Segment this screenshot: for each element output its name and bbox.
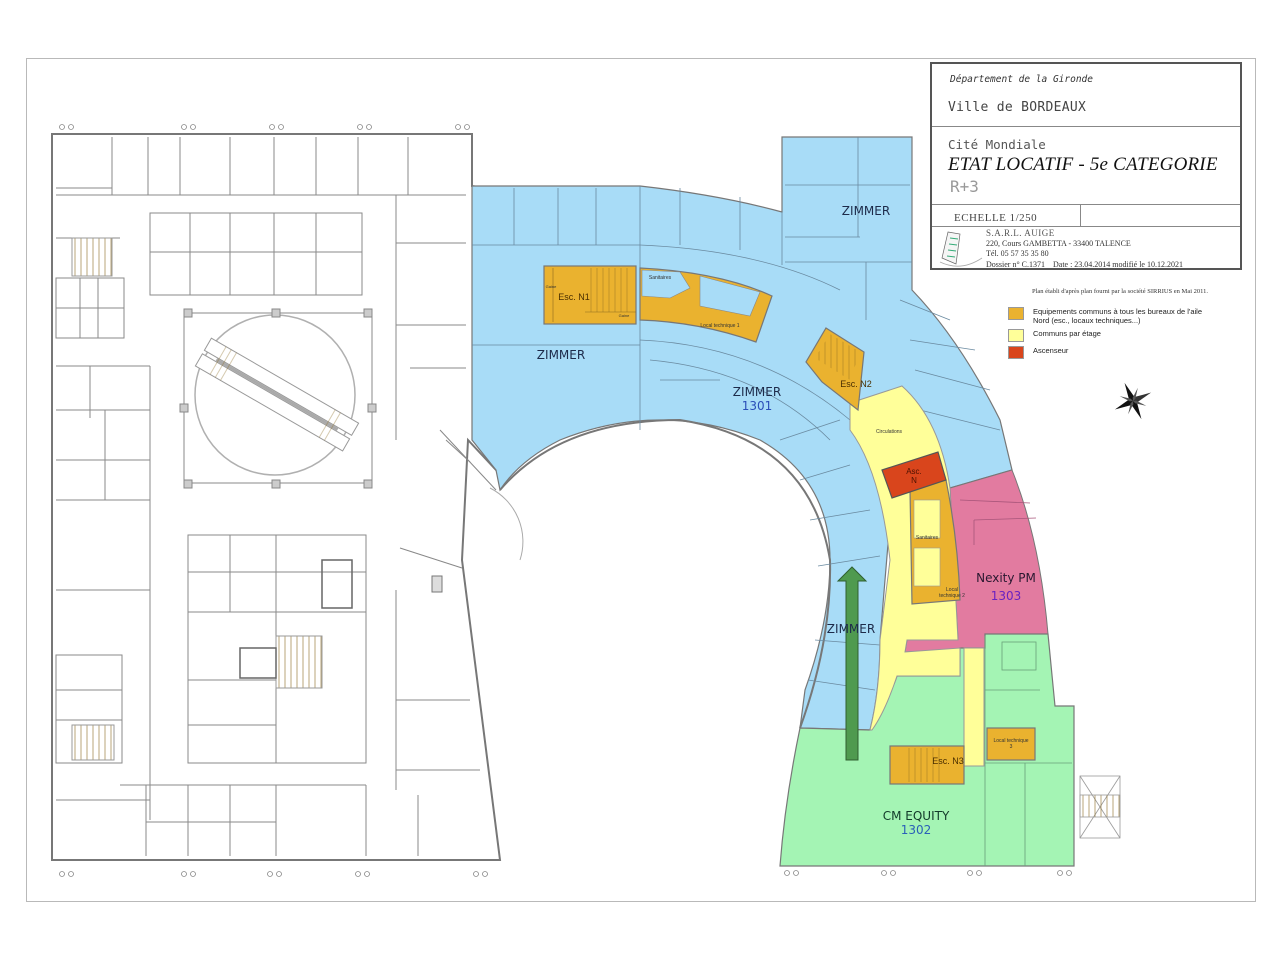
room-label-esc-n1: Esc. N1: [558, 292, 590, 302]
legend-label: Ascenseur: [1033, 346, 1069, 355]
room-label-gaine-2: Gaine: [618, 313, 630, 318]
dossier-number: Dossier n° C.1371: [986, 259, 1045, 269]
floor-level: R+3: [950, 177, 979, 196]
title-block-divider: [932, 126, 1240, 205]
legend: Plan établi d'après plan fourni par la s…: [1008, 288, 1238, 359]
tenant-name: ZIMMER: [536, 348, 586, 363]
company-phone: Tél. 05 57 35 35 80: [986, 249, 1049, 258]
tenant-label-zimmer-1301: ZIMMER 1301: [732, 385, 782, 414]
legend-label: Equipements communs à tous les bureaux d…: [1033, 307, 1203, 325]
room-label-local-technique-3: Local technique 3: [993, 738, 1029, 750]
unit-number: 1302: [900, 823, 932, 837]
zone-elevator: [881, 451, 947, 499]
company-address: 220, Cours GAMBETTA - 33400 TALENCE: [986, 238, 1131, 248]
room-label-esc-n2: Esc. N2: [840, 379, 872, 389]
room-label-local-technique-2: Local technique 2: [939, 587, 965, 599]
room-label-local-technique-1: Local technique 1: [700, 323, 740, 329]
city: Ville de BORDEAUX: [948, 100, 1087, 115]
legend-swatch: [1008, 329, 1024, 342]
room-label-sanitaires-2: Sanitaires: [915, 535, 939, 541]
company-info: S.A.R.L. AUIGE 220, Cours GAMBETTA - 334…: [986, 228, 1183, 270]
tenant-name: Nexity PM: [976, 571, 1036, 586]
tenant-name: CM EQUITY: [882, 809, 950, 824]
tenant-name: ZIMMER: [826, 622, 876, 637]
legend-swatch: [1008, 346, 1024, 359]
tenant-label-nexity-pm: Nexity PM 1303: [976, 571, 1036, 604]
tenant-name: ZIMMER: [841, 204, 891, 219]
company-logo-icon: [939, 231, 983, 267]
document-title: ETAT LOCATIF - 5e CATEGORIE: [948, 154, 1218, 175]
title-block: Département de la Gironde Ville de BORDE…: [930, 62, 1242, 270]
room-label-circulations: Circulations: [875, 429, 903, 435]
compass-rose-icon: [1114, 382, 1152, 420]
unit-number: 1301: [741, 399, 773, 413]
unit-number: 1303: [990, 589, 1022, 603]
exterior-stair: [1079, 775, 1121, 839]
title-block-divider: [1080, 204, 1081, 226]
legend-item-common-floor: Communs par étage: [1008, 329, 1238, 342]
left-building: [51, 133, 524, 861]
dossier-line: Dossier n° C.1371 Date : 23.04.2014 modi…: [986, 260, 1183, 271]
legend-item-elevator: Ascenseur: [1008, 346, 1238, 359]
tenant-label-zimmer-south: ZIMMER: [826, 622, 876, 637]
legend-item-common-north: Equipements communs à tous les bureaux d…: [1008, 307, 1238, 325]
room-label-gaine-1: Gaine: [545, 284, 557, 289]
tenant-label-cm-equity: CM EQUITY 1302: [882, 809, 950, 838]
dossier-date: Date : 23.04.2014 modifié le 10.12.2021: [1052, 259, 1183, 269]
title-block-divider: [932, 204, 1240, 227]
room-label-sanitaires-1: Sanitaires: [648, 275, 672, 281]
legend-swatch: [1008, 307, 1024, 320]
title-block-divider: [932, 64, 1240, 127]
tenant-name: ZIMMER: [732, 385, 782, 400]
tenant-label-zimmer-north: ZIMMER: [841, 204, 891, 219]
site-name: Cité Mondiale: [948, 137, 1046, 152]
arrow-up-icon: [836, 566, 868, 761]
department: Département de la Gironde: [950, 74, 1093, 85]
tenant-label-zimmer-west: ZIMMER: [536, 348, 586, 363]
facade-markers: [59, 124, 1072, 877]
room-label-asc-n: Asc. N: [906, 467, 922, 485]
scale: ECHELLE 1/250: [954, 212, 1038, 224]
zone-common-north: [543, 265, 1036, 785]
legend-label: Communs par étage: [1033, 329, 1101, 338]
legend-note: Plan établi d'après plan fourni par la s…: [1032, 288, 1209, 295]
room-label-esc-n3: Esc. N3: [932, 756, 964, 766]
company-name: S.A.R.L. AUIGE: [986, 228, 1055, 238]
